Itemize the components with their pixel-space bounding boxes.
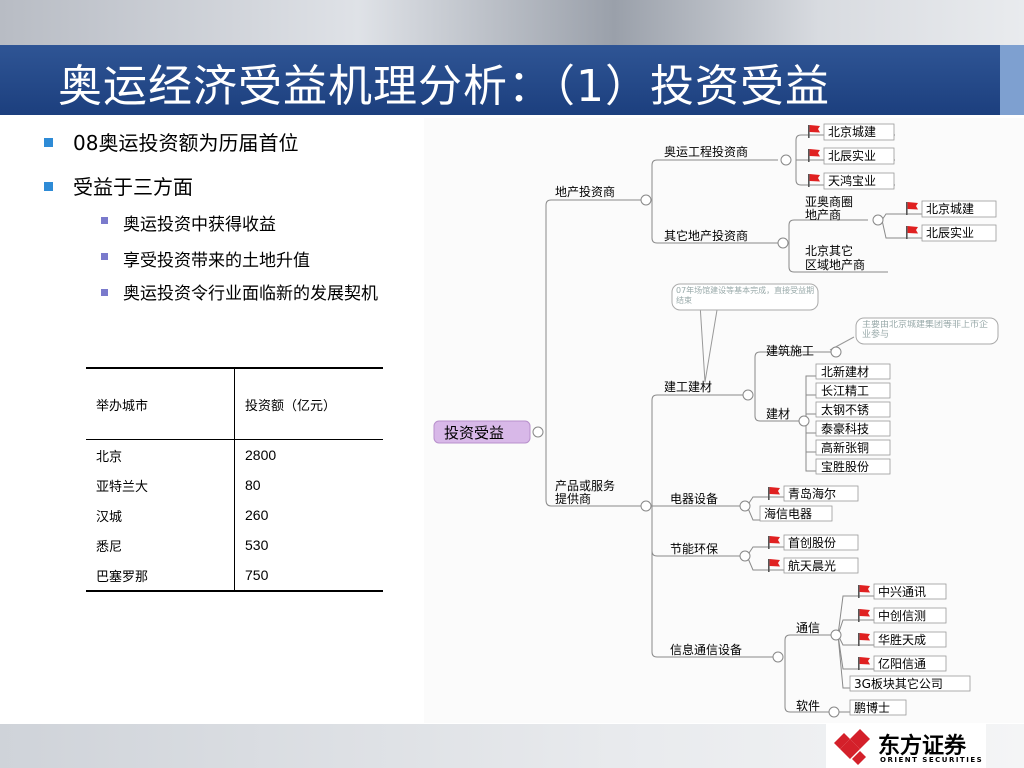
node-energy-saving: 节能环保 [670, 542, 718, 556]
sub-bullet-text: 奥运投资令行业面临新的发展契机 [123, 284, 378, 304]
callout-2007-text: 07年场馆建设等基本完成，直接受益期结束 [676, 286, 815, 305]
node-yaao-line2: 地产商 [805, 207, 841, 222]
sub-bullet-item: 奥运投资中获得收益 [101, 210, 403, 235]
sub-bullet-square-icon [101, 253, 108, 260]
company-label: 青岛海尔 [788, 486, 836, 501]
root-node-label: 投资受益 [444, 424, 504, 442]
company-label: 首创股份 [788, 536, 836, 550]
company-label: 航天晨光 [788, 558, 836, 573]
node-beijing-other-line2: 区域地产商 [805, 257, 865, 272]
node-materials: 建材 [766, 407, 790, 421]
callout-bucg [855, 317, 999, 345]
table-row: 北京 2800 [86, 439, 383, 470]
table-cell-city: 北京 [86, 439, 235, 470]
table-row: 汉城 260 [86, 500, 383, 530]
title-bar [0, 45, 1000, 115]
table-cell-amount: 530 [245, 537, 269, 553]
table-cell-city: 亚特兰大 [86, 470, 235, 500]
callout-bucg-text: 主要由北京城建集团等非上市企业参与 [862, 320, 989, 340]
table-cell-amount: 260 [245, 507, 269, 523]
table-cell-city: 汉城 [86, 500, 235, 530]
bullet-text: 08奥运投资额为历届首位 [73, 131, 299, 155]
logo-name: 东方证券 [878, 734, 967, 759]
node-other-property: 其它地产投资商 [664, 228, 748, 243]
sub-bullet-square-icon [101, 289, 108, 296]
table-cell-city: 悉尼 [86, 530, 235, 560]
logo-english: ORIENT SECURITIES [880, 756, 984, 764]
company-label: 3G板块其它公司 [854, 676, 943, 691]
company-label: 高新张铜 [821, 440, 869, 455]
bullet-item: 08奥运投资额为历届首位 [44, 127, 298, 156]
investment-table: 举办城市 投资额（亿元） 北京 2800 亚特兰大 80 汉城 260 悉尼 5… [86, 367, 383, 592]
company-label: 中创信测 [878, 608, 926, 623]
bullet-item: 受益于三方面 [44, 171, 193, 200]
slide-title: 奥运经济受益机理分析：（1）投资受益 [58, 61, 830, 112]
table-cell-city: 巴塞罗那 [86, 560, 235, 591]
company-label: 北辰实业 [926, 225, 974, 240]
table-row: 亚特兰大 80 [86, 470, 383, 500]
table-row: 巴塞罗那 750 [86, 560, 383, 591]
node-telecom: 通信 [796, 621, 820, 635]
company-label: 鹏博士 [854, 700, 890, 715]
bullet-square-icon [44, 138, 53, 147]
sub-bullet-item: 享受投资带来的土地升值 [101, 246, 403, 271]
top-banner-decoration [0, 0, 1024, 45]
node-software: 软件 [796, 699, 820, 713]
sub-bullet-text: 奥运投资中获得收益 [123, 215, 276, 235]
node-it-telecom: 信息通信设备 [670, 642, 742, 657]
table-row: 悉尼 530 [86, 530, 383, 560]
company-label: 北新建材 [821, 364, 869, 379]
sub-bullet-square-icon [101, 217, 108, 224]
company-label: 天鸿宝业 [828, 174, 876, 188]
node-property-investors: 地产投资商 [555, 184, 615, 199]
callout-2007 [671, 283, 819, 311]
node-construction: 建筑施工 [766, 343, 814, 358]
table-header-cell: 投资额（亿元） [245, 398, 337, 414]
node-yaao-line1: 亚奥商圈 [805, 194, 853, 209]
mindmap-panel: 投资受益 地产投资商 产品或服务 提供商 奥运工程投资商 其它地产投资商 建工建… [424, 118, 1024, 723]
node-electrical: 电器设备 [670, 492, 718, 506]
node-olympic-engineering: 奥运工程投资商 [664, 144, 748, 159]
company-label: 宝胜股份 [821, 459, 869, 474]
node-beijing-other-line1: 北京其它 [805, 243, 853, 258]
bullet-text: 受益于三方面 [73, 175, 193, 199]
company-label: 海信电器 [764, 506, 812, 521]
table-cell-amount: 2800 [245, 447, 277, 463]
table-header-row: 举办城市 投资额（亿元） [86, 368, 383, 440]
company-label: 太钢不锈 [821, 402, 869, 417]
table-cell-amount: 80 [245, 477, 261, 493]
company-label: 华胜天成 [878, 632, 926, 647]
company-label: 北京城建 [828, 125, 876, 139]
sub-bullet-text: 享受投资带来的土地升值 [123, 251, 310, 271]
sub-bullet-item: 奥运投资令行业面临新的发展契机 [101, 282, 403, 306]
company-label: 中兴通讯 [878, 584, 926, 599]
bullet-square-icon [44, 182, 53, 191]
node-construction-materials: 建工建材 [664, 380, 712, 394]
title-bar-accent [1000, 45, 1024, 115]
company-label: 北京城建 [926, 202, 974, 216]
table-cell-amount: 750 [245, 567, 269, 583]
node-products-line2: 提供商 [555, 491, 591, 506]
mindmap-diagram: 投资受益 地产投资商 产品或服务 提供商 奥运工程投资商 其它地产投资商 建工建… [433, 123, 999, 718]
root-node [433, 420, 531, 444]
table-header-cell: 举办城市 [86, 368, 235, 440]
orient-logo-icon [834, 729, 870, 765]
node-products-line1: 产品或服务 [555, 478, 615, 493]
company-label: 泰豪科技 [821, 421, 869, 436]
company-label: 长江精工 [821, 384, 869, 398]
company-label: 北辰实业 [828, 148, 876, 163]
company-label: 亿阳信通 [878, 656, 926, 671]
